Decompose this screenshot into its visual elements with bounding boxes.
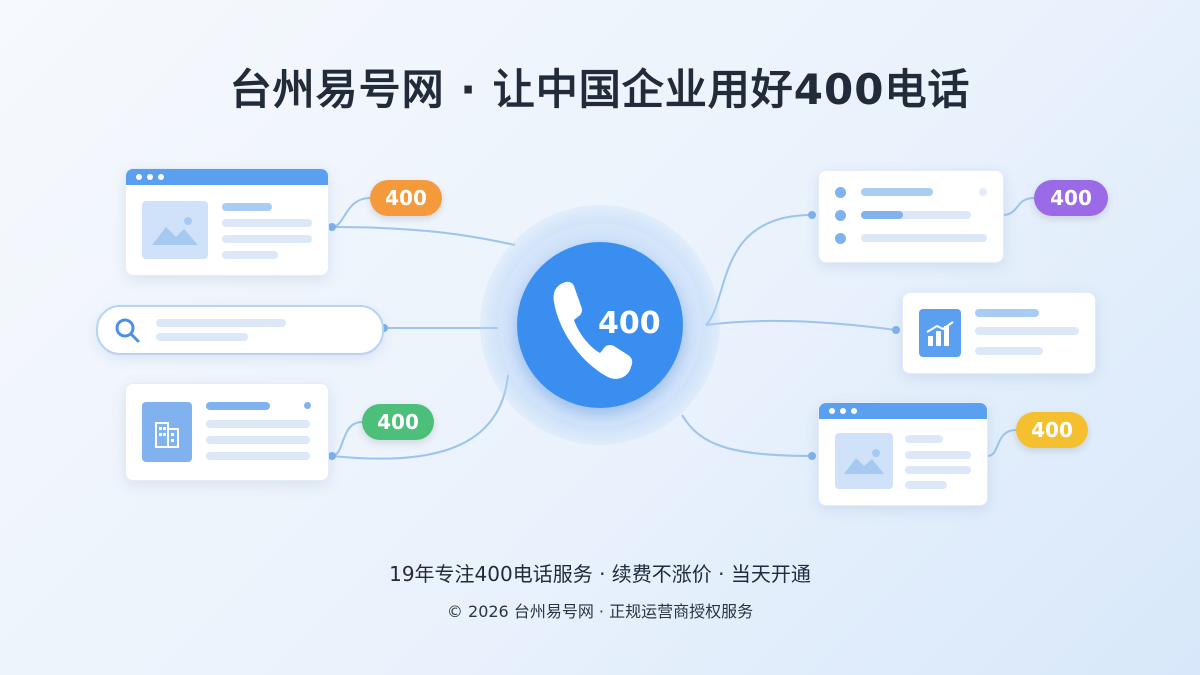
window-dot <box>136 174 142 180</box>
window-dot <box>829 408 835 414</box>
card-header <box>126 169 328 185</box>
company-card-bottom-left <box>125 383 329 481</box>
card-header <box>819 403 987 419</box>
image-icon <box>142 201 208 259</box>
badge-400-purple: 400 <box>1034 180 1108 216</box>
search-bar[interactable] <box>96 305 384 355</box>
window-dot <box>840 408 846 414</box>
website-card-bottom-right <box>818 402 988 506</box>
bar-chart-icon <box>919 309 961 357</box>
image-icon <box>835 433 893 489</box>
window-dot <box>147 174 153 180</box>
phone-icon <box>553 281 633 379</box>
badge-400-orange: 400 <box>370 180 442 216</box>
building-icon <box>142 402 192 462</box>
hub-label: 400 <box>598 306 661 341</box>
website-card-top-left <box>125 168 329 276</box>
search-icon <box>115 318 140 343</box>
list-card-top-right <box>818 170 1004 263</box>
window-dot <box>158 174 164 180</box>
phone-hub <box>517 242 683 408</box>
stats-card-middle-right <box>902 292 1096 374</box>
badge-400-green: 400 <box>362 404 434 440</box>
badge-400-yellow: 400 <box>1016 412 1088 448</box>
window-dot <box>851 408 857 414</box>
page-title: 台州易号网 · 让中国企业用好400电话 <box>229 65 971 114</box>
copyright-text: © 2026 台州易号网 · 正规运营商授权服务 <box>446 602 754 621</box>
service-tagline: 19年专注400电话服务 · 续费不涨价 · 当天开通 <box>389 562 811 586</box>
